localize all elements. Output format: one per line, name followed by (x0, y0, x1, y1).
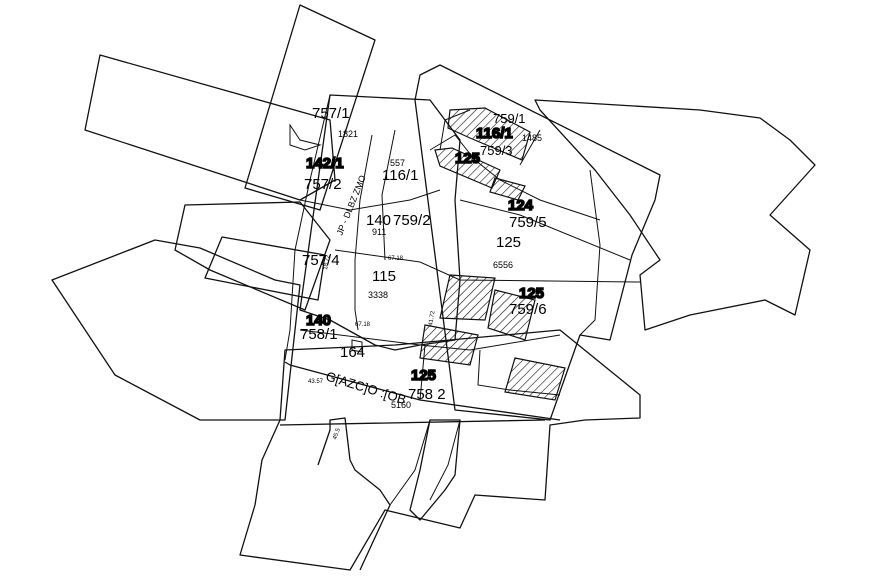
mark-3: 67.18 (355, 322, 371, 328)
boundary-west-wing (51, 239, 301, 421)
label-759-1: 759/1 (493, 111, 526, 126)
parcel-labels: 757/1 1821 142/1 757/2 557 116/1 140 759… (300, 105, 547, 410)
building-south-1 (504, 357, 566, 401)
building-north-3 (489, 177, 526, 201)
boundary-strip-757-4 (204, 236, 326, 301)
label-6556: 6556 (493, 260, 513, 270)
boundary-west-block (174, 201, 331, 311)
line-e (334, 249, 641, 283)
line-n (351, 339, 363, 353)
parcel-boundaries (51, 4, 816, 571)
label-759-6: 759/6 (509, 301, 547, 318)
boundary-north-center (414, 64, 661, 421)
label-116-1-top: 116/1 (476, 125, 513, 142)
label-1485: 1485 (522, 133, 542, 143)
building-north-1 (447, 107, 531, 161)
road-labels: JP - DLBZ ZMO G[AZC]O :[OB (324, 174, 408, 407)
label-115: 115 (372, 268, 396, 285)
line-a (284, 94, 331, 361)
boundary-lower-road (279, 361, 561, 426)
label-140-mid: 140 (306, 312, 331, 329)
label-140-top: 140 (366, 212, 391, 229)
boundary-east (534, 99, 816, 331)
label-757-4: 757/4 (302, 252, 340, 269)
building-center-3 (419, 324, 479, 366)
label-757-1: 757/1 (312, 105, 350, 122)
mark-2: 18.72 (323, 254, 332, 270)
label-759-2: 759/2 (393, 212, 431, 229)
label-125-mid: 125 (411, 367, 436, 384)
label-125-right: 125 (519, 285, 544, 302)
buildings (419, 107, 566, 401)
label-557: 557 (390, 158, 405, 168)
line-j (389, 419, 461, 506)
boundary-north-tower (244, 4, 376, 211)
label-124: 124 (508, 197, 534, 214)
label-759-5: 759/5 (509, 214, 547, 231)
label-1821: 1821 (338, 129, 358, 139)
label-757-2: 757/2 (304, 176, 342, 193)
mark-5: 43.57 (308, 379, 324, 385)
label-125-top: 125 (455, 150, 480, 167)
line-f (459, 199, 631, 261)
line-d (299, 189, 441, 211)
mark-4: 41.72 (428, 310, 437, 326)
mark-6: 45.5 (332, 427, 342, 441)
label-759-3: 759/3 (480, 143, 513, 158)
line-b (354, 134, 373, 331)
label-142-1: 142/1 (306, 155, 344, 172)
boundary-south (239, 329, 641, 571)
line-l (289, 123, 322, 151)
label-164: 164 (340, 344, 365, 361)
building-center-1 (439, 274, 496, 321)
label-5160: 5160 (391, 400, 411, 410)
road-label-lower: G[AZC]O :[OB (324, 369, 408, 408)
label-758-1: 758/1 (300, 326, 338, 343)
line-m (579, 169, 601, 336)
boundary-south-east (409, 419, 461, 521)
boundary-south-inner (317, 417, 391, 571)
building-center-2 (487, 289, 536, 341)
label-911: 911 (372, 227, 386, 237)
label-116-1: 116/1 (382, 167, 418, 184)
label-758-2: 758 2 (408, 386, 446, 403)
label-3338: 3338 (368, 290, 388, 300)
label-125-center: 125 (496, 234, 521, 251)
boundary-north-west-strip (84, 54, 336, 201)
measurement-marks: 67.18 18.72 67.18 41.72 43.57 45.5 (308, 254, 437, 441)
mark-1: 67.18 (388, 256, 404, 262)
line-c (381, 129, 396, 261)
